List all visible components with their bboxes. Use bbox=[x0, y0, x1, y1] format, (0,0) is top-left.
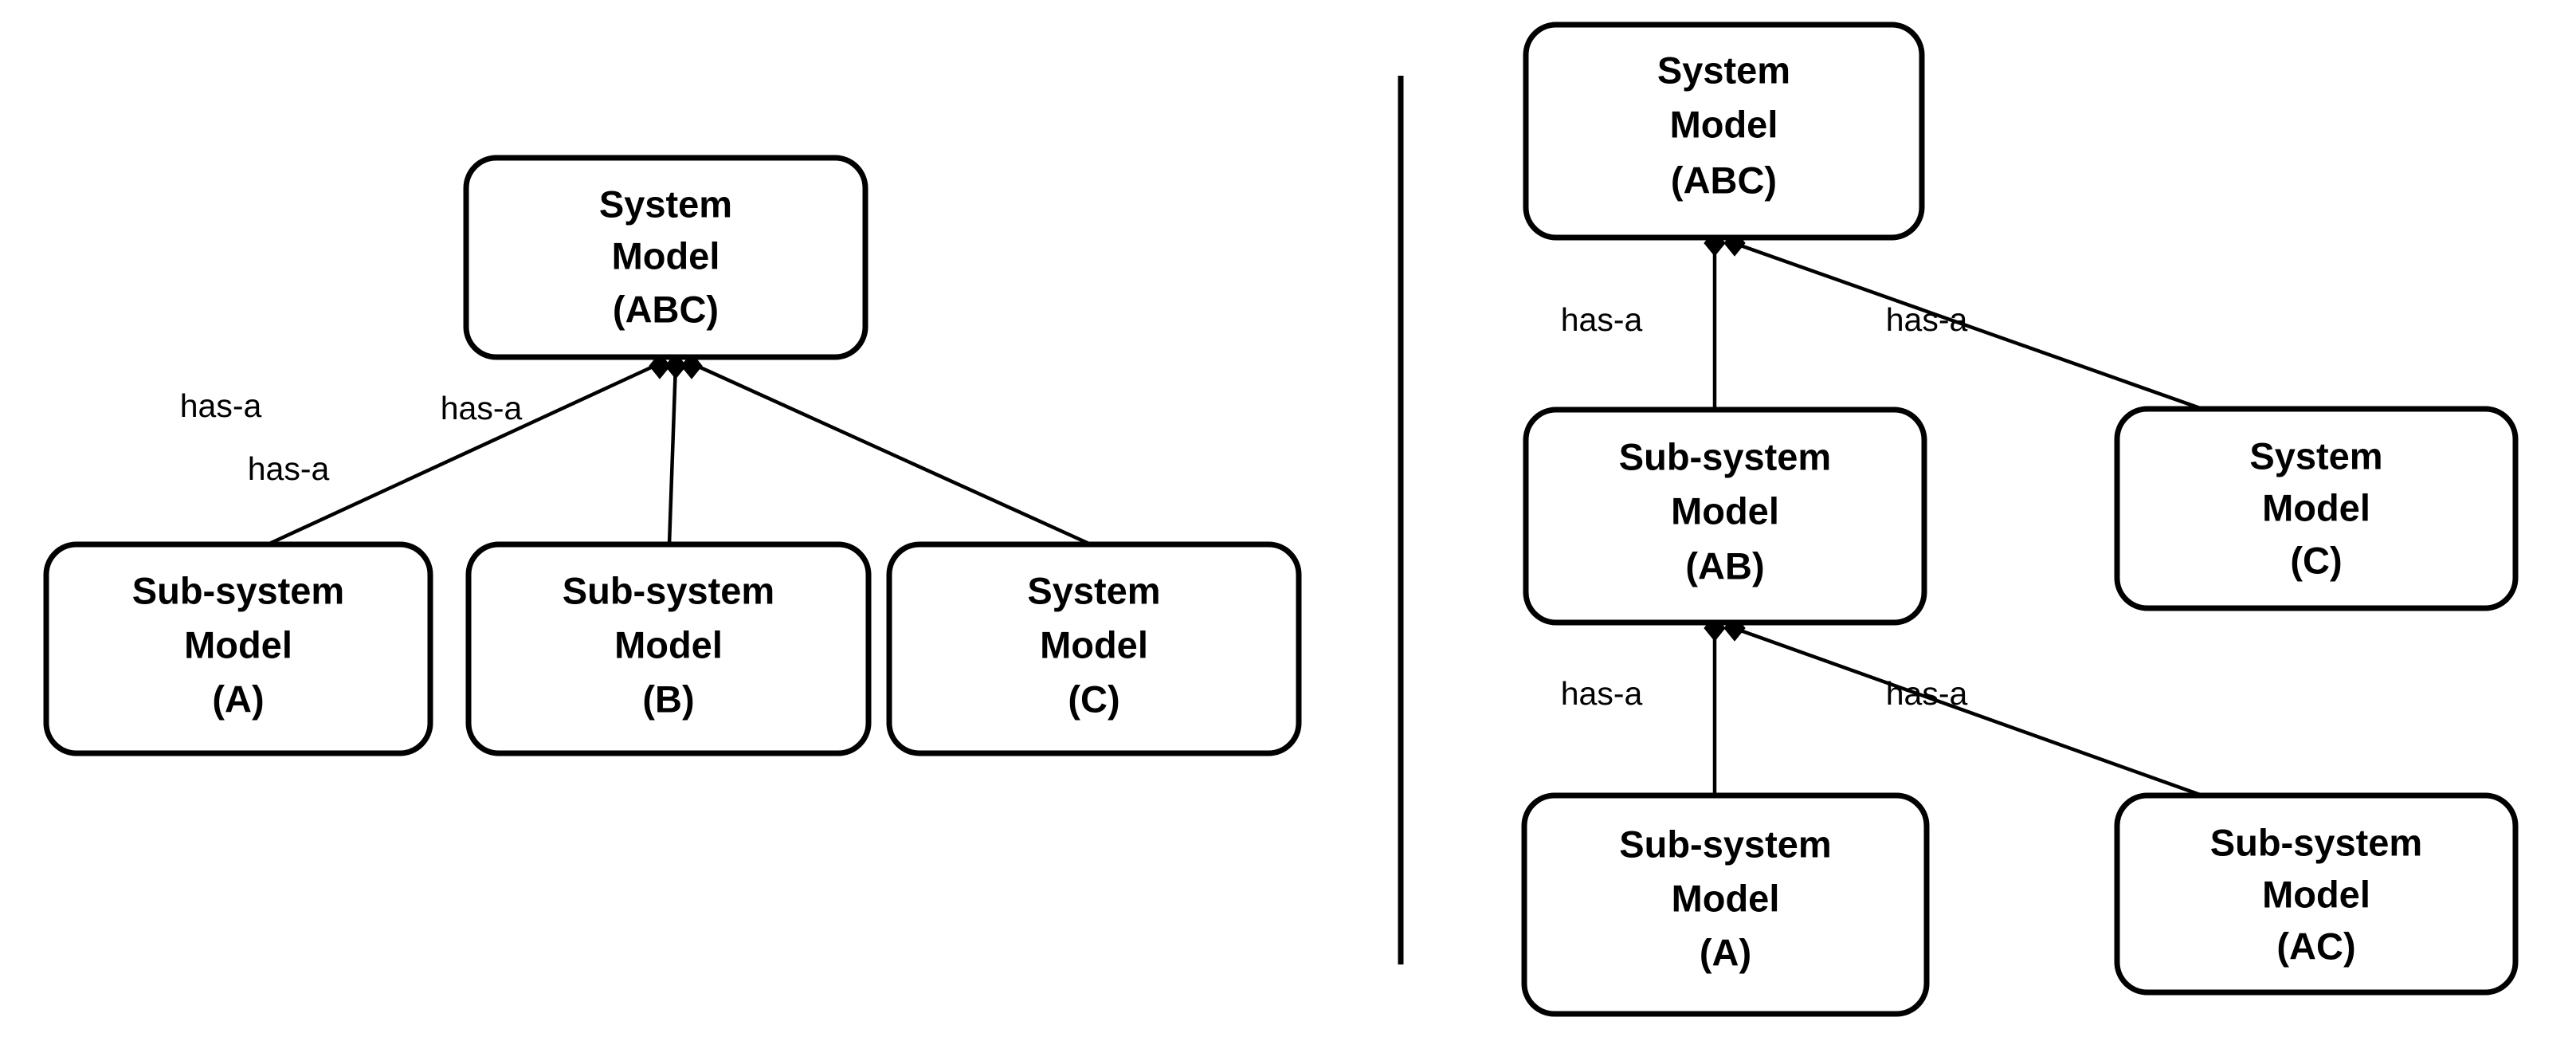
node-label-line-1: Sub-system bbox=[2210, 821, 2422, 863]
node-right-sub-system-model-ac[interactable]: Sub-system Model (AC) bbox=[2114, 792, 2519, 996]
node-left-system-model-c[interactable]: System Model (C) bbox=[886, 541, 1302, 756]
node-label-line-3: (AB) bbox=[1685, 544, 1764, 587]
edge-label-has-a: has-a bbox=[248, 450, 330, 487]
right-panel: System Model (ABC) Sub-system Model (AB)… bbox=[1521, 22, 2519, 1017]
node-label-line-1: System bbox=[599, 183, 732, 225]
node-right-sub-system-model-ab[interactable]: Sub-system Model (AB) bbox=[1523, 407, 1927, 626]
left-edges bbox=[267, 361, 1092, 547]
edge-label-has-a: has-a bbox=[441, 390, 523, 426]
node-label-line-3: (C) bbox=[2290, 539, 2342, 581]
node-label-line-3: (B) bbox=[642, 678, 694, 720]
node-box[interactable] bbox=[1521, 792, 1930, 1017]
node-right-sub-system-model-a[interactable]: Sub-system Model (A) bbox=[1521, 792, 1930, 1017]
edge-ab-to-ac bbox=[1733, 626, 2203, 798]
edge-label-has-a: has-a bbox=[180, 387, 262, 424]
node-label-line-1: Sub-system bbox=[1619, 435, 1831, 477]
edge-label-has-a: has-a bbox=[1886, 675, 1968, 712]
node-right-system-model-c[interactable]: System Model (C) bbox=[2114, 406, 2519, 611]
node-right-system-model-abc[interactable]: System Model (ABC) bbox=[1523, 22, 1925, 241]
node-label-line-1: System bbox=[2249, 434, 2382, 477]
node-label-line-2: Model bbox=[2262, 873, 2370, 915]
node-label-line-3: (C) bbox=[1068, 678, 1119, 720]
edge-abc-to-c bbox=[1733, 241, 2203, 411]
node-label-line-1: System bbox=[1027, 569, 1160, 611]
edge-abc-to-c bbox=[691, 361, 1092, 547]
edge-label-has-a: has-a bbox=[1561, 675, 1643, 712]
node-box[interactable] bbox=[465, 541, 872, 756]
edge-abc-to-b bbox=[667, 363, 678, 545]
node-label-line-2: Model bbox=[614, 623, 723, 666]
node-box[interactable] bbox=[2114, 406, 2519, 611]
node-label-line-1: Sub-system bbox=[563, 569, 774, 611]
node-box[interactable] bbox=[1523, 22, 1925, 241]
node-label-line-3: (A) bbox=[212, 678, 264, 720]
node-label-line-1: Sub-system bbox=[1619, 823, 1831, 865]
edge-label-has-a: has-a bbox=[1561, 301, 1643, 338]
edge-label-has-a: has-a bbox=[1886, 301, 1968, 338]
node-label-line-1: System bbox=[1657, 49, 1790, 91]
node-left-sub-system-model-b[interactable]: Sub-system Model (B) bbox=[465, 541, 872, 756]
node-left-system-model-abc[interactable]: System Model (ABC) bbox=[463, 155, 868, 360]
node-label-line-3: (ABC) bbox=[613, 288, 719, 330]
edge-abc-to-a bbox=[267, 361, 661, 547]
right-edge-labels: has-a has-a has-a has-a bbox=[1561, 301, 1968, 712]
node-label-line-2: Model bbox=[1040, 623, 1148, 666]
node-label-line-2: Model bbox=[1670, 103, 1778, 145]
node-box[interactable] bbox=[43, 541, 433, 756]
left-panel: System Model (ABC) Sub-system Model (A) … bbox=[43, 155, 1302, 756]
node-box[interactable] bbox=[1523, 407, 1927, 626]
node-label-line-2: Model bbox=[1672, 877, 1780, 919]
node-label-line-2: Model bbox=[1671, 489, 1779, 532]
node-box[interactable] bbox=[886, 541, 1302, 756]
node-label-line-2: Model bbox=[2262, 486, 2370, 528]
node-label-line-3: (AC) bbox=[2276, 925, 2355, 967]
node-label-line-2: Model bbox=[612, 234, 720, 277]
node-left-sub-system-model-a[interactable]: Sub-system Model (A) bbox=[43, 541, 433, 756]
node-box[interactable] bbox=[463, 155, 868, 360]
right-edges bbox=[1712, 241, 2203, 798]
node-label-line-3: (A) bbox=[1700, 931, 1751, 973]
node-label-line-1: Sub-system bbox=[132, 569, 344, 611]
left-edge-labels: has-a has-a has-a bbox=[180, 387, 523, 487]
node-box[interactable] bbox=[2114, 792, 2519, 996]
node-label-line-3: (ABC) bbox=[1671, 159, 1777, 201]
node-label-line-2: Model bbox=[184, 623, 292, 666]
